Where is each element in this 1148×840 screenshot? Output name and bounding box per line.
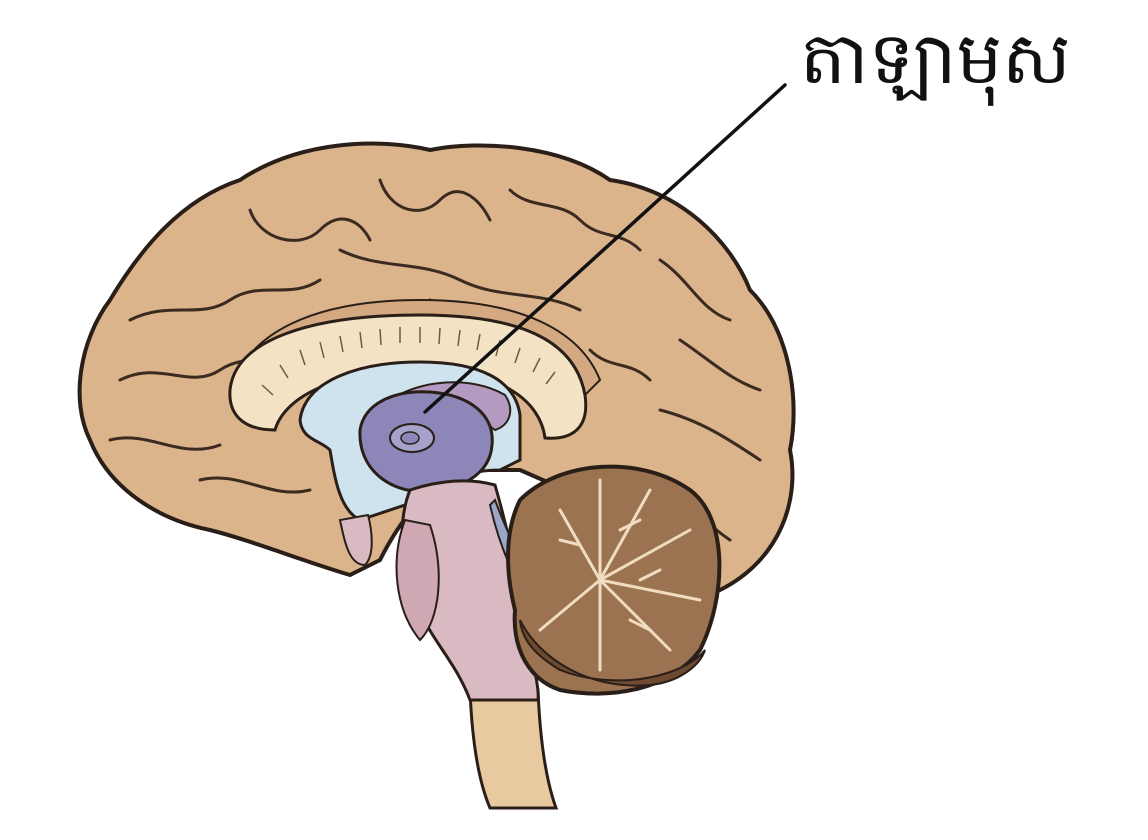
thalamus-inner-core [400, 431, 420, 445]
cerebellum [506, 464, 722, 696]
thalamus-leader-line [423, 83, 787, 414]
spinal-cord [468, 688, 559, 810]
hypothalamus [338, 513, 373, 567]
thalamus-label: តាឡាមុស [800, 16, 1071, 100]
pons-bulge [395, 518, 440, 642]
cerebellum-lower-folia [519, 619, 706, 687]
arbor-vitae [538, 478, 702, 672]
